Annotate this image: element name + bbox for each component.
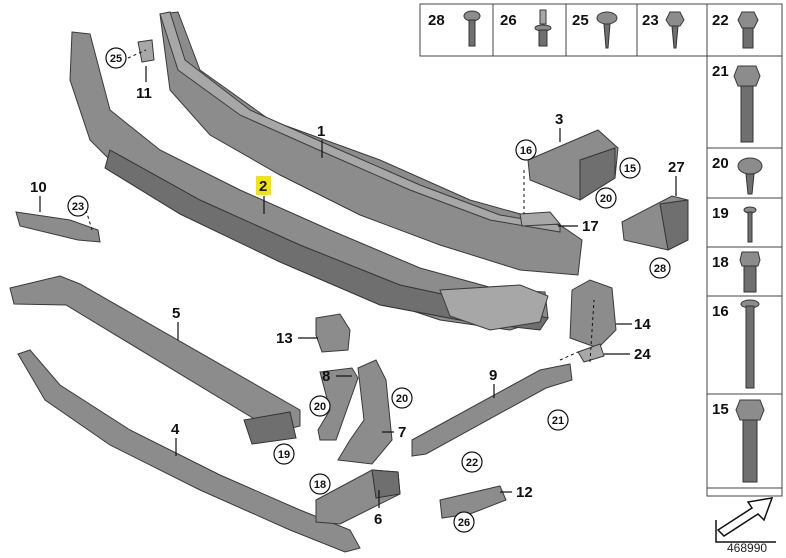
label-part-3: 3 xyxy=(555,111,563,128)
direction-arrow-icon xyxy=(715,497,776,543)
circle-ref-16: 16 xyxy=(520,145,532,157)
circle-ref-19: 19 xyxy=(278,449,290,461)
table-label-20: 20 xyxy=(712,155,729,172)
label-part-24: 24 xyxy=(634,346,651,363)
circle-ref-20-c: 20 xyxy=(314,401,326,413)
label-part-8: 8 xyxy=(322,368,330,385)
fastener-table: 28 26 25 23 22 21 20 19 18 16 15 xyxy=(419,3,783,543)
label-part-11: 11 xyxy=(136,85,152,102)
circle-ref-26: 26 xyxy=(458,517,470,529)
highlight-part-2 xyxy=(256,176,271,195)
circle-ref-28: 28 xyxy=(654,263,666,275)
label-part-13: 13 xyxy=(276,330,293,347)
table-label-21: 21 xyxy=(712,63,729,80)
label-part-7: 7 xyxy=(398,424,406,441)
table-label-19: 19 xyxy=(712,205,729,222)
label-part-27: 27 xyxy=(668,159,685,176)
label-part-5: 5 xyxy=(172,305,180,322)
bolt-15-icon xyxy=(735,399,765,483)
bracket-10 xyxy=(15,211,101,243)
bracket-27 xyxy=(621,195,689,251)
circle-ref-21: 21 xyxy=(552,415,564,427)
callout-labels: 1 2 3 4 5 6 7 8 9 10 11 12 13 14 17 24 2… xyxy=(30,85,685,528)
clip-24 xyxy=(577,343,605,363)
clip-26-icon xyxy=(534,9,552,47)
table-label-22: 22 xyxy=(712,12,729,29)
screw-25-icon xyxy=(596,11,618,49)
circle-ref-25: 25 xyxy=(110,53,122,65)
label-part-2: 2 xyxy=(259,178,267,195)
label-part-9: 9 xyxy=(489,367,497,384)
bumper-carrier xyxy=(159,11,583,276)
bracket-12 xyxy=(439,485,507,519)
bolt-22-icon xyxy=(737,11,759,49)
label-part-12: 12 xyxy=(516,484,533,501)
table-label-16: 16 xyxy=(712,303,729,320)
screw-28-icon xyxy=(463,10,481,47)
label-part-6: 6 xyxy=(374,511,382,528)
bracket-3 xyxy=(527,129,619,201)
table-label-28: 28 xyxy=(428,12,445,29)
table-label-15: 15 xyxy=(712,401,729,418)
table-label-23: 23 xyxy=(642,12,659,29)
screw-23-icon xyxy=(665,11,685,49)
label-part-10: 10 xyxy=(30,179,47,196)
bracket-7 xyxy=(337,359,393,465)
bolt-16-icon xyxy=(740,299,760,389)
rivet-19-icon xyxy=(743,206,757,243)
bracket-8 xyxy=(317,367,359,441)
circle-ref-15: 15 xyxy=(624,163,636,175)
circle-ref-20-a: 20 xyxy=(600,193,612,205)
label-part-17: 17 xyxy=(582,218,599,235)
clip-11 xyxy=(137,39,155,63)
bolt-21-icon xyxy=(733,65,761,143)
label-part-4: 4 xyxy=(171,421,180,438)
bracket-17 xyxy=(519,211,562,227)
table-label-25: 25 xyxy=(572,12,589,29)
screw-20-icon xyxy=(737,157,763,195)
label-part-1: 1 xyxy=(317,123,325,140)
cross-member-5 xyxy=(9,275,301,445)
bolt-18-icon xyxy=(739,251,761,293)
bracket-13 xyxy=(315,313,351,353)
reference-number: 468990 xyxy=(727,541,767,555)
circle-ref-18: 18 xyxy=(314,479,326,491)
circle-ref-23: 23 xyxy=(72,201,84,213)
label-part-14: 14 xyxy=(634,316,651,333)
table-label-26: 26 xyxy=(500,12,517,29)
trim-strip-4 xyxy=(17,349,361,553)
impact-absorber xyxy=(69,31,549,331)
circled-references: 25 23 16 15 20 28 20 20 19 21 22 18 26 xyxy=(67,47,671,533)
leader-lines xyxy=(39,49,677,508)
circle-ref-20-b: 20 xyxy=(396,393,408,405)
rail-9 xyxy=(411,363,573,457)
table-label-18: 18 xyxy=(712,254,729,271)
circle-ref-22: 22 xyxy=(466,457,478,469)
